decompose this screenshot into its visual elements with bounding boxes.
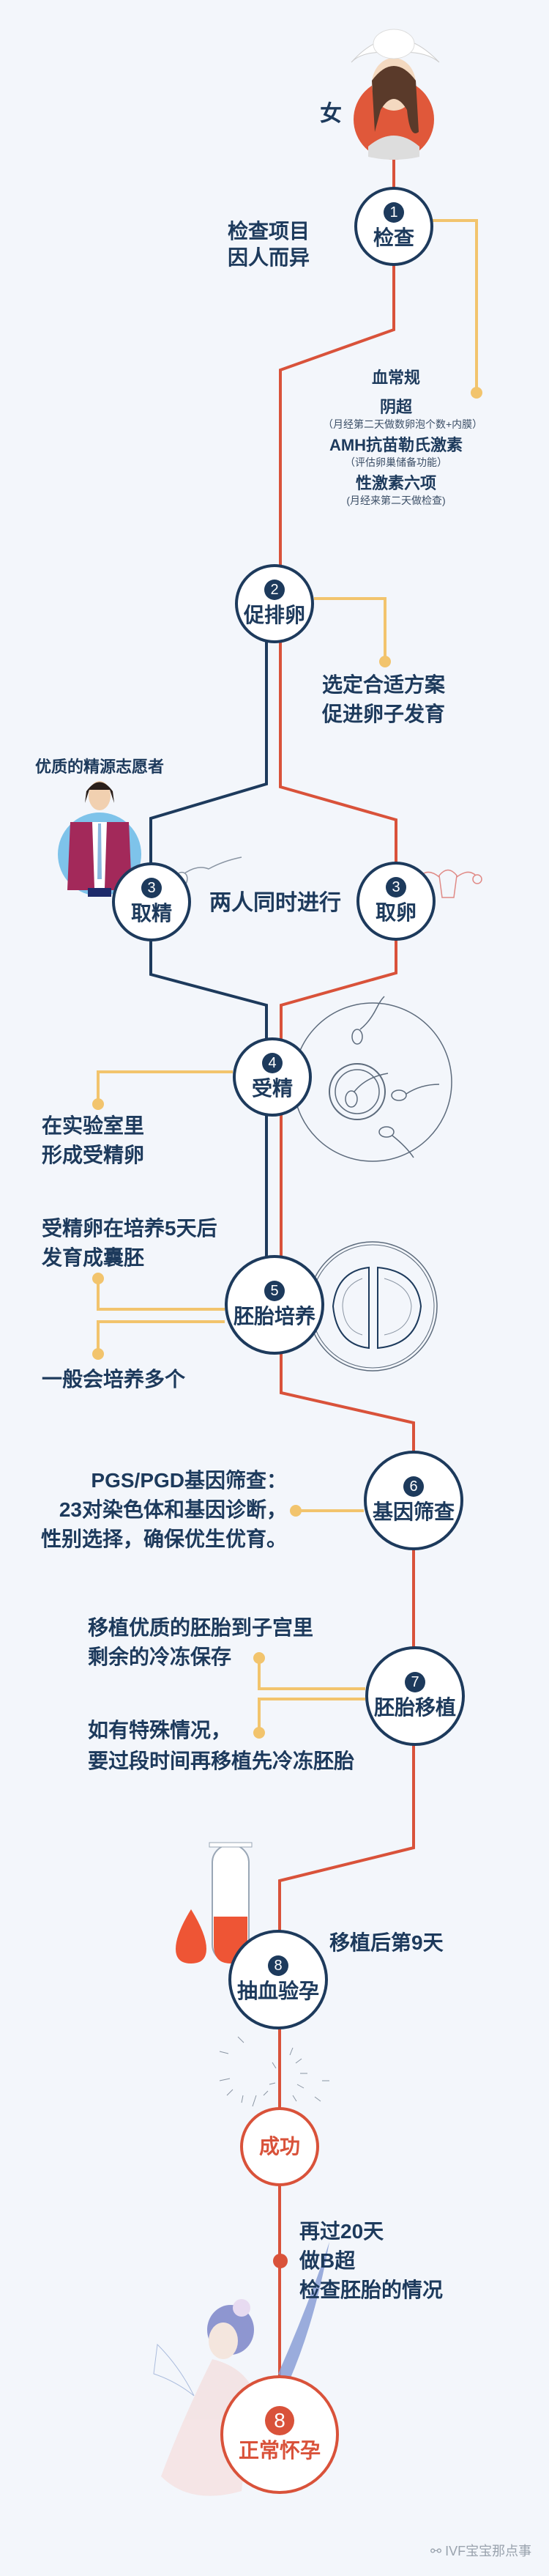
note-line: 发育成囊胚 (42, 1246, 145, 1269)
check-item-title: 血常规 (371, 369, 420, 387)
note-line: 做B超 (299, 2249, 356, 2272)
check-item-sub: （月经第二天做数卵泡个数+内膜） (323, 418, 483, 430)
step4-note: 在实验室里 形成受精卵 (42, 1111, 144, 1170)
note-line: 剩余的冷冻保存 (88, 1646, 232, 1668)
note-line: 性别选择，确保优生优育。 (40, 1528, 287, 1550)
step-3-sperm-retrieval[interactable]: 3 取精 (112, 862, 191, 941)
note-line: 检查项目 (228, 220, 310, 243)
note-line: PGS/PGD基因筛查： (91, 1469, 287, 1492)
note-line: 受精卵在培养5天后 (42, 1217, 217, 1240)
step-8-blood-test[interactable]: 8 抽血验孕 (228, 1930, 328, 2029)
step-label: 抽血验孕 (236, 1980, 319, 2002)
note-line: 要过段时间再移植先冷冻胚胎 (88, 1750, 355, 1772)
check-item-title: 性激素六项 (355, 474, 436, 492)
step-1-check[interactable]: 1 检查 (354, 187, 433, 266)
fireworks-icon (219, 2036, 329, 2107)
final-note: 再过20天 做B超 检查胚胎的情况 (299, 2217, 443, 2305)
step-number-badge: 8 (268, 1955, 288, 1976)
step-number-badge: 3 (141, 878, 162, 898)
check-item-title: AMH抗苗勒氏激素 (329, 436, 463, 454)
step-number-badge: 5 (264, 1281, 285, 1301)
simultaneous-note: 两人同时进行 (209, 891, 341, 915)
step-number-badge: 1 (384, 202, 404, 223)
step-label: 促排卵 (243, 604, 305, 626)
step-number-badge: 2 (264, 580, 285, 600)
note-line: 形成受精卵 (42, 1144, 145, 1166)
step-6-genetic-screening[interactable]: 6 基因筛查 (364, 1451, 463, 1550)
note-line: 检查胚胎的情况 (299, 2279, 444, 2301)
note-line: 再过20天 (299, 2220, 384, 2243)
final-normal-pregnancy[interactable]: 8 正常怀孕 (220, 2375, 339, 2494)
note-dots (92, 387, 482, 1739)
step-7-embryo-transfer[interactable]: 7 胚胎移植 (365, 1646, 465, 1746)
woman-avatar (351, 29, 440, 160)
check-item-title: 阴超 (379, 398, 412, 416)
note-line: 因人而异 (228, 246, 310, 269)
step-3-egg-retrieval[interactable]: 3 取卵 (356, 862, 436, 941)
note-line: 促进卵子发育 (322, 703, 446, 725)
wechat-icon: ⚯ (430, 2544, 442, 2558)
donor-label: 优质的精源志愿者 (35, 758, 165, 776)
blood-drop-icon (176, 1909, 206, 1964)
check-item-sub: （评估卵巢储备功能） (345, 456, 447, 468)
step-2-ovulation[interactable]: 2 促排卵 (235, 564, 314, 643)
step-label: 胚胎移植 (373, 1696, 456, 1719)
blood-test-tube-icon (209, 1842, 253, 1964)
success-label: 成功 (258, 2135, 300, 2158)
note-line: 选定合适方案 (322, 673, 446, 696)
step2-note: 选定合适方案 促进卵子发育 (322, 670, 445, 729)
step5-note-a: 受精卵在培养5天后 发育成囊胚 (42, 1214, 217, 1273)
step-5-embryo-culture[interactable]: 5 胚胎培养 (225, 1255, 324, 1355)
note-line: 在实验室里 (42, 1114, 145, 1137)
step-number-badge: 6 (403, 1476, 424, 1497)
watermark-text: IVF宝宝那点事 (445, 2544, 532, 2558)
step-number-badge: 3 (386, 877, 406, 897)
step-label: 取精 (130, 902, 172, 925)
step7-note-b: 如有特殊情况， 要过段时间再移植先冷冻胚胎 (88, 1715, 354, 1777)
step-label: 胚胎培养 (233, 1305, 315, 1328)
success-node[interactable]: 成功 (240, 2107, 319, 2186)
fertilization-dish-icon (293, 996, 452, 1162)
step1-left-note: 检查项目 因人而异 (228, 218, 310, 271)
step-number-badge: 4 (262, 1053, 283, 1073)
gender-label: 女 (320, 102, 342, 126)
ultrasound-dot (273, 2254, 288, 2268)
note-connectors (97, 219, 478, 1733)
step8-note: 移植后第9天 (329, 1931, 444, 1954)
step-4-fertilization[interactable]: 4 受精 (233, 1037, 312, 1117)
step7-note-a: 移植优质的胚胎到子宫里 剩余的冷冻保存 (88, 1613, 313, 1672)
step1-check-items: 血常规 阴超 （月经第二天做数卵泡个数+内膜） AMH抗苗勒氏激素 （评估卵巢储… (323, 368, 483, 507)
step5-note-b: 一般会培养多个 (42, 1368, 186, 1391)
donor-avatar (58, 781, 141, 897)
watermark: ⚯ IVF宝宝那点事 (430, 2541, 531, 2560)
note-line: 如有特殊情况， (88, 1719, 232, 1742)
step-label: 基因筛查 (372, 1500, 455, 1523)
step-label: 取卵 (375, 901, 417, 924)
step-number-badge: 8 (265, 2406, 294, 2435)
step-label: 受精 (251, 1077, 293, 1100)
step-label: 正常怀孕 (238, 2439, 321, 2462)
note-line: 移植优质的胚胎到子宫里 (88, 1616, 314, 1639)
step-label: 检查 (373, 226, 414, 249)
note-line: 23对染色体和基因诊断， (59, 1498, 287, 1521)
step6-note: PGS/PGD基因筛查： 23对染色体和基因诊断， 性别选择，确保优生优育。 (41, 1466, 287, 1554)
female-path-line (278, 160, 415, 2435)
check-item-sub: (月经来第二天做检查) (346, 495, 446, 506)
step-number-badge: 7 (405, 1672, 425, 1692)
male-path-line (149, 604, 268, 1305)
embryo-dish-icon (307, 1241, 438, 1372)
